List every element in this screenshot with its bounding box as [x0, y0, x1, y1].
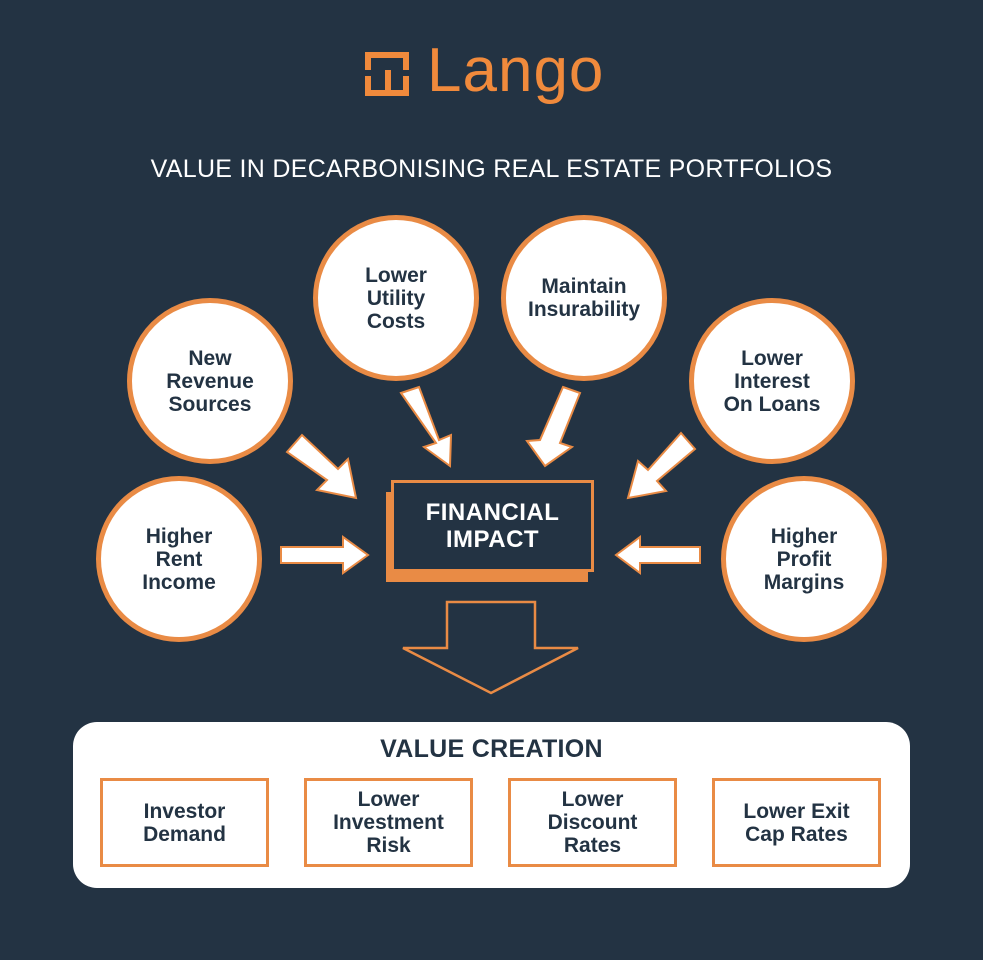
arrow-higher-profit	[614, 535, 701, 575]
value-item-label: Lower Investment Risk	[333, 788, 444, 857]
driver-higher-profit-margins: Higher Profit Margins	[721, 476, 887, 642]
driver-label: New Revenue Sources	[166, 346, 254, 416]
driver-label: Higher Rent Income	[142, 524, 216, 594]
driver-new-revenue-sources: New Revenue Sources	[127, 298, 293, 464]
value-creation-title: VALUE CREATION	[380, 735, 603, 763]
driver-lower-interest-on-loans: Lower Interest On Loans	[689, 298, 855, 464]
arrow-new-revenue	[285, 433, 358, 500]
arrow-higher-rent	[280, 535, 370, 575]
driver-maintain-insurability: Maintain Insurability	[501, 215, 667, 381]
driver-lower-utility-costs: Lower Utility Costs	[313, 215, 479, 381]
lango-logo-icon	[365, 52, 409, 96]
driver-label: Maintain Insurability	[527, 275, 641, 321]
driver-label: Higher Profit Margins	[763, 524, 845, 594]
value-item-label: Lower Discount Rates	[547, 788, 638, 857]
arrow-down-outline	[402, 600, 579, 695]
financial-impact-box: FINANCIAL IMPACT	[391, 480, 594, 572]
financial-impact-label: FINANCIAL IMPACT	[425, 499, 560, 553]
value-item-label: Investor Demand	[143, 799, 226, 846]
value-item-lower-investment-risk: Lower Investment Risk	[304, 778, 473, 867]
value-item-lower-exit-cap-rates: Lower Exit Cap Rates	[712, 778, 881, 867]
driver-label: Lower Utility Costs	[365, 263, 427, 333]
value-item-label: Lower Exit Cap Rates	[743, 799, 850, 846]
driver-higher-rent-income: Higher Rent Income	[96, 476, 262, 642]
page-title: VALUE IN DECARBONISING REAL ESTATE PORTF…	[150, 155, 833, 183]
logo-wordmark: Lango	[427, 36, 605, 105]
value-item-lower-discount-rates: Lower Discount Rates	[508, 778, 677, 867]
arrow-lower-utility	[399, 385, 453, 468]
driver-label: Lower Interest On Loans	[723, 346, 821, 416]
arrow-insurability	[525, 385, 582, 468]
value-item-investor-demand: Investor Demand	[100, 778, 269, 867]
arrow-lower-interest	[626, 431, 697, 500]
